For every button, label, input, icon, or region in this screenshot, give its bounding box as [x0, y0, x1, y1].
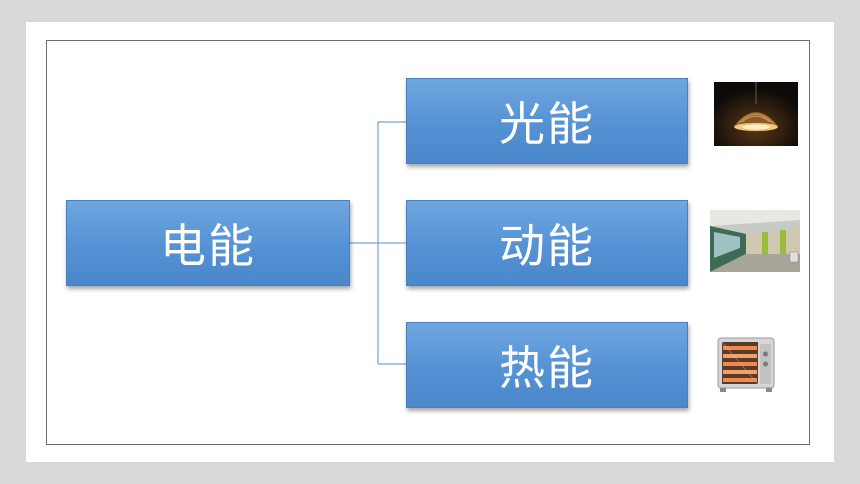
pendant-lamp-icon [714, 82, 798, 146]
branch-node-label: 动能 [499, 219, 595, 273]
branch-node-light-energy: 光能 [406, 78, 688, 164]
branch-node-label: 光能 [499, 97, 595, 151]
slide: 电能 光能 动能 热能 [26, 22, 834, 462]
electric-heater-icon [710, 332, 782, 396]
root-node-electric-energy: 电能 [66, 200, 350, 286]
connector-lines [350, 121, 406, 365]
branch-node-heat-energy: 热能 [406, 322, 688, 408]
slide-frame [46, 40, 810, 445]
branch-node-label: 热能 [499, 341, 595, 395]
subway-train-icon [710, 210, 800, 272]
root-node-label: 电能 [160, 219, 256, 273]
branch-node-kinetic-energy: 动能 [406, 200, 688, 286]
